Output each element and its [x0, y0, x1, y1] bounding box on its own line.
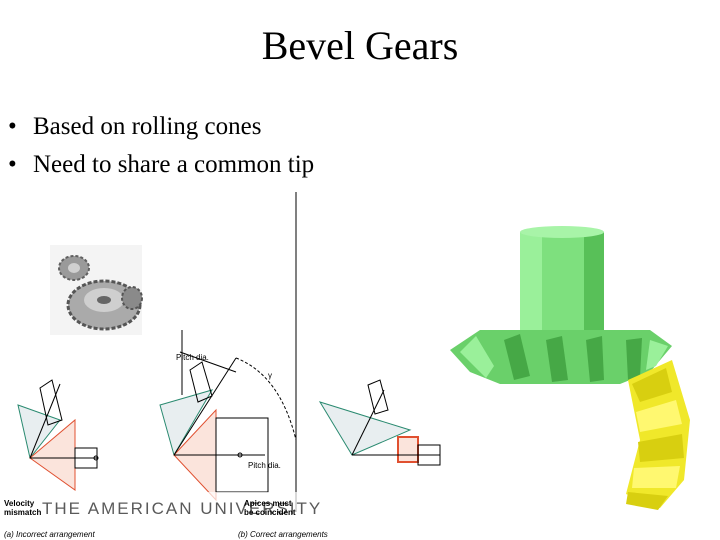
bevel-gear-render [450, 226, 690, 510]
metal-gears-photo [50, 245, 142, 335]
gamma-label: γ [268, 371, 272, 380]
apices-label-2: be coincident [244, 508, 296, 517]
diagram-incorrect [18, 380, 98, 490]
apices-label-1: Apices must [244, 499, 292, 508]
diagram-correct-main: Pitch dia. Pitch dia. γ [160, 330, 296, 500]
velocity-mismatch-label-2: mismatch [4, 508, 41, 517]
velocity-mismatch-label-1: Velocity [4, 499, 35, 508]
caption-correct: (b) Correct arrangements [238, 530, 328, 539]
caption-incorrect: (a) Incorrect arrangement [4, 530, 95, 539]
pitch-dia-top-label: Pitch dia. [176, 353, 209, 362]
pitch-dia-right-label: Pitch dia. [248, 461, 281, 470]
diagram-correct-alt [320, 380, 440, 465]
